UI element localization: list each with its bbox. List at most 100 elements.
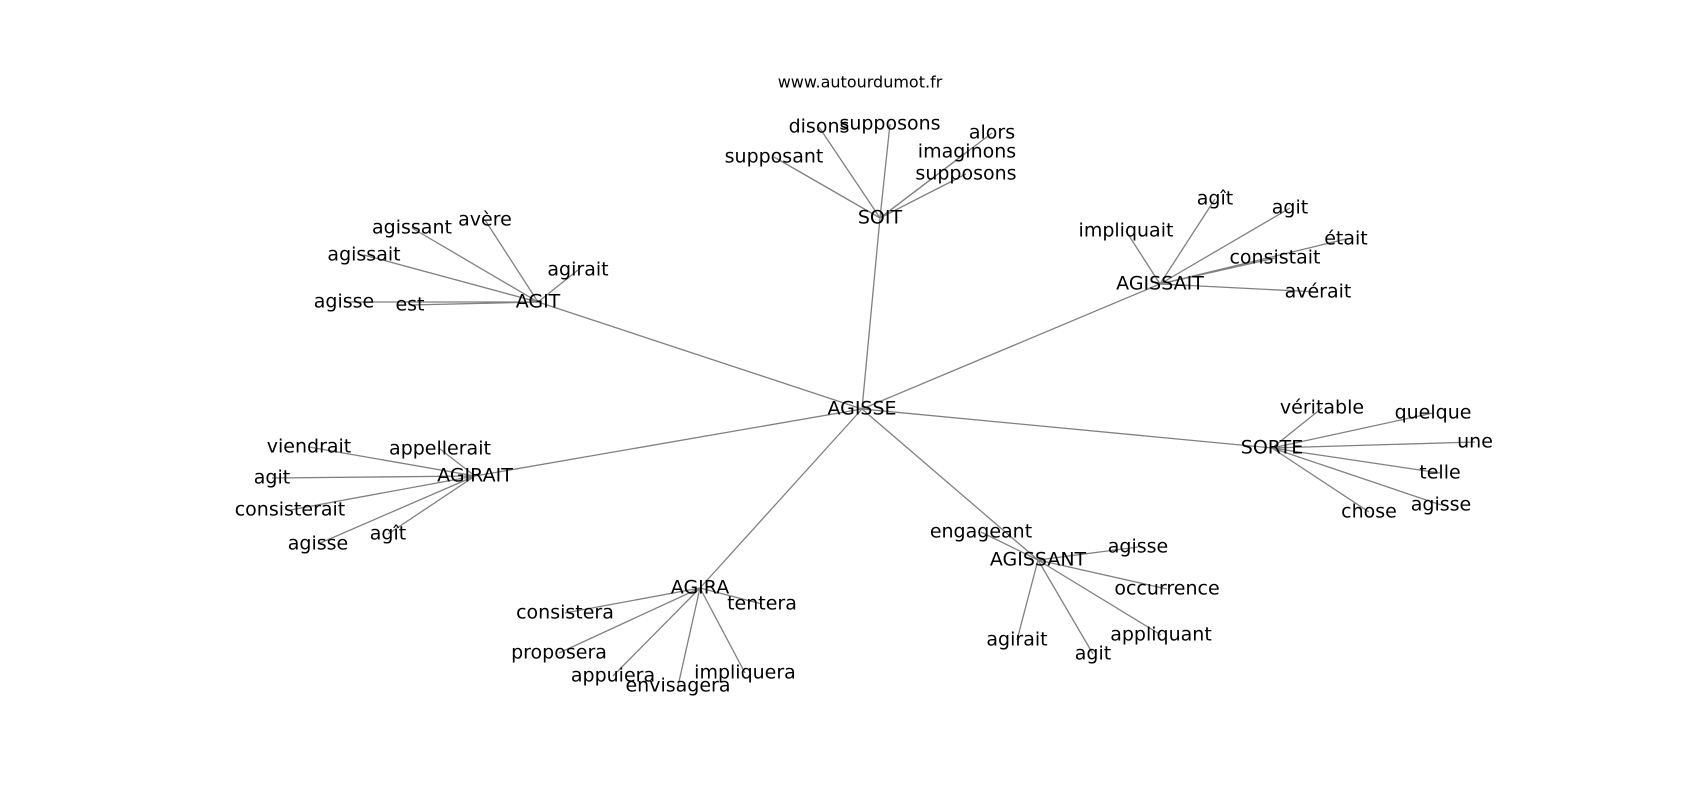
leaf-node: supposons (915, 163, 1016, 185)
leaf-node: est (395, 294, 424, 316)
edge-agirait-5 (387, 475, 476, 535)
edge-sorte-4 (1271, 447, 1370, 513)
edge-agissant-1 (1037, 546, 1139, 561)
edge-sorte-3 (1271, 447, 1441, 474)
edge-agit-0 (411, 227, 539, 303)
edges-layer (271, 123, 1476, 687)
edge-agissait-2 (1125, 230, 1161, 285)
edge-agit-3 (537, 269, 579, 303)
leaf-node: supposant (725, 146, 824, 168)
leaf-node: agit (254, 467, 290, 489)
leaf-node: avère (458, 209, 512, 231)
edge-sorte-2 (1271, 441, 1476, 449)
leaf-node: était (1324, 228, 1368, 250)
leaf-node: quelque (1395, 402, 1472, 424)
center-node: AGISSE (827, 398, 896, 420)
leaf-node: consisterait (235, 499, 346, 521)
leaf-node: agissant (372, 217, 452, 239)
edge-agissant-4 (1037, 559, 1162, 636)
leaf-node: agisse (1108, 536, 1168, 558)
edge-agira-3 (612, 587, 701, 677)
leaf-node: véritable (1280, 397, 1364, 419)
edge-agirait-4 (317, 475, 476, 545)
leaf-node: occurrence (1114, 578, 1219, 600)
edge-center-sorte (861, 408, 1273, 449)
hub-node-soit: SOIT (858, 207, 903, 229)
hub-node-agissait: AGISSAIT (1116, 273, 1204, 295)
leaf-node: imaginons (918, 141, 1016, 163)
site-credit: www.autourdumot.fr (778, 73, 943, 92)
leaf-node: viendrait (267, 436, 352, 458)
edge-soit-1 (879, 123, 891, 219)
leaf-node: agit (1272, 197, 1308, 219)
edge-agissait-5 (1159, 283, 1319, 293)
edge-agissant-5 (1037, 559, 1094, 655)
leaf-node: appliquant (1110, 624, 1212, 646)
leaf-node: disons (789, 116, 850, 138)
edge-agit-2 (363, 254, 539, 303)
leaf-node: une (1457, 431, 1493, 453)
edge-agissant-0 (980, 531, 1039, 561)
leaf-node: chose (1341, 501, 1397, 523)
edge-agirait-1 (439, 448, 476, 477)
edge-agit-5 (409, 301, 539, 306)
edge-soit-4 (879, 151, 968, 219)
leaf-node: proposera (511, 642, 607, 664)
leaf-node: tentera (727, 593, 797, 615)
edge-agirait-3 (289, 475, 476, 511)
leaf-node: agisse (314, 291, 374, 313)
labels-layer: AGISSESOITdisonssupposonssupposantalorsi… (235, 113, 1493, 697)
edge-center-agira (699, 408, 863, 589)
leaf-node: agît (370, 523, 406, 545)
leaf-node: agisse (288, 533, 348, 555)
edge-agissait-4 (1159, 257, 1276, 285)
leaf-node: impliquera (694, 662, 796, 684)
edge-agira-0 (564, 587, 701, 614)
hub-node-agit: AGIT (516, 291, 561, 313)
leaf-node: engageant (930, 521, 1032, 543)
edge-center-soit (861, 217, 881, 410)
edge-soit-5 (879, 173, 967, 219)
leaf-node: agît (1197, 188, 1233, 210)
leaf-node: avérait (1285, 281, 1352, 303)
edge-sorte-5 (1271, 447, 1442, 506)
hub-node-sorte: SORTE (1241, 437, 1303, 459)
leaf-node: agisse (1411, 494, 1471, 516)
edge-agirait-2 (271, 475, 476, 479)
edge-sorte-1 (1271, 412, 1434, 449)
leaf-node: appuiera (571, 665, 655, 687)
leaf-node: agit (1075, 643, 1111, 665)
edge-agira-4 (677, 587, 701, 687)
edge-center-agit (537, 301, 863, 410)
leaf-node: agirait (986, 629, 1047, 651)
edge-agira-5 (699, 587, 746, 674)
hub-node-agissant: AGISSANT (990, 549, 1087, 571)
edge-center-agissant (861, 408, 1039, 561)
edge-agissant-2 (1037, 559, 1168, 590)
edge-agissant-3 (1016, 559, 1039, 641)
leaf-node: alors (969, 122, 1015, 144)
leaf-node: consistera (516, 602, 614, 624)
leaf-node: envisagera (625, 675, 730, 697)
leaf-node: impliquait (1079, 220, 1174, 242)
edge-soit-0 (818, 126, 881, 219)
edge-agira-2 (558, 587, 701, 654)
edge-agira-1 (699, 587, 763, 605)
leaf-node: appellerait (389, 438, 491, 460)
leaf-node: supposons (839, 113, 940, 135)
edge-agissait-1 (1159, 207, 1291, 285)
edge-agit-1 (484, 219, 539, 303)
edge-center-agissait (861, 283, 1161, 410)
leaf-node: telle (1419, 462, 1460, 484)
edge-center-agirait (474, 408, 863, 477)
edge-sorte-0 (1271, 407, 1323, 449)
leaf-node: consistait (1229, 247, 1320, 269)
edge-agissait-0 (1159, 198, 1216, 285)
leaf-node: agirait (547, 259, 608, 281)
leaf-node: agissait (327, 244, 400, 266)
hub-node-agira: AGIRA (671, 577, 729, 599)
edge-soit-2 (773, 156, 881, 219)
edge-agirait-0 (308, 446, 476, 477)
hub-node-agirait: AGIRAIT (437, 465, 513, 487)
